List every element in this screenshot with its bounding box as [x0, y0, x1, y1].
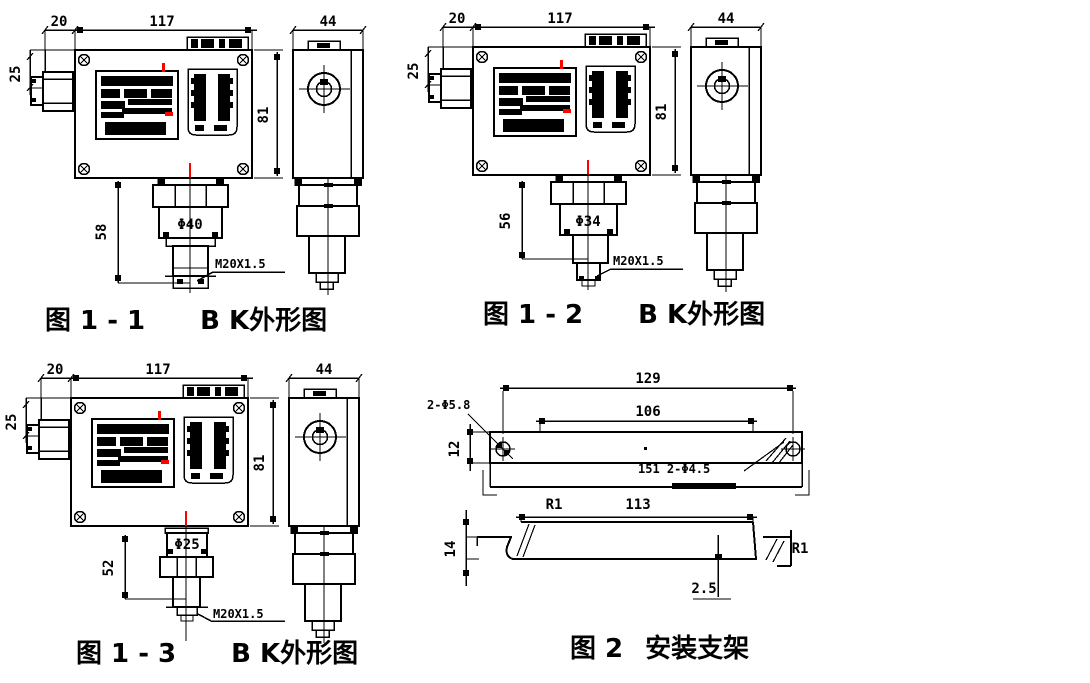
slot-note-label: 151 2-Φ4.5	[638, 462, 710, 476]
stem-phi40	[152, 177, 229, 289]
stem-phi34	[550, 174, 627, 287]
dim-lines-2-5	[693, 535, 731, 600]
thread-label: M20X1.5	[213, 607, 264, 621]
dim-label-44: 44	[316, 362, 333, 378]
caption-title: 安装支架	[645, 634, 749, 664]
dim-label-20: 20	[449, 11, 466, 27]
figure-2-caption: 图 2 安装支架	[570, 634, 749, 664]
dim-lines-stem	[115, 181, 285, 284]
mount-hole-left	[467, 413, 515, 461]
dim-label-113: 113	[625, 497, 650, 513]
bracket-top-view	[467, 385, 810, 496]
side-view	[687, 22, 765, 293]
dim-label-129: 129	[635, 371, 660, 387]
dim-label-20: 20	[47, 362, 64, 378]
figure-1-1: 20 117 44 25 81 58 Φ40 M20X1.5 图 1 - 1 B …	[8, 14, 367, 336]
front-view	[424, 22, 682, 291]
bracket-side-view	[463, 510, 792, 600]
dim-lines-113	[516, 514, 757, 522]
dim-lines-stem	[122, 535, 285, 622]
dim-label-25: 25	[8, 66, 24, 83]
dim-label-44: 44	[718, 11, 735, 27]
dim-label-58: 58	[94, 224, 110, 241]
figure-1-1-caption: 图 1 - 1 B K外形图	[45, 306, 327, 336]
caption-title: B K外形图	[638, 300, 765, 330]
dim-lines-stem	[519, 181, 683, 277]
caption-number: 图 1 - 1	[45, 306, 145, 336]
dim-label-diameter: Φ25	[174, 537, 199, 553]
radius-left-label: R1	[546, 497, 563, 513]
figure-1-2: 20 117 44 25 81 56 Φ34 M20X1.5	[406, 11, 765, 293]
dim-lines-129	[500, 385, 796, 434]
dim-label-81: 81	[256, 107, 272, 124]
dim-label-diameter: Φ34	[575, 214, 600, 230]
figure-1-3: 20 117 44 25 81 52 Φ25 M20X1.5	[4, 362, 363, 644]
side-view	[289, 25, 367, 296]
hole-note-left-label: 2-Φ5.8	[427, 398, 470, 412]
dim-lines-106	[536, 418, 757, 432]
figure-2-mounting-bracket: 129 106 2-Φ5.8 12 151 2-Φ4.5 R1 113 14 2…	[427, 371, 810, 600]
dim-label-117: 117	[149, 14, 174, 30]
caption-number: 图 1 - 2	[483, 300, 583, 330]
dim-label-20: 20	[51, 14, 68, 30]
dim-label-diameter: Φ40	[177, 217, 202, 233]
dim-label-117: 117	[547, 11, 572, 27]
dim-label-44: 44	[320, 14, 337, 30]
front-view	[26, 25, 284, 294]
caption-title: B K外形图	[200, 306, 327, 336]
dim-label-106: 106	[635, 404, 660, 420]
dim-label-81: 81	[654, 104, 670, 121]
dim-lines-12	[467, 424, 490, 471]
dim-label-12: 12	[447, 441, 463, 458]
dim-lines-14	[463, 510, 479, 586]
stem-phi25	[159, 527, 214, 622]
slot-mark	[672, 483, 736, 489]
dim-label-25: 25	[4, 414, 20, 431]
caption-number: 图 1 - 3	[76, 639, 176, 669]
figure-1-3-caption: 图 1 - 3 B K外形图	[76, 639, 358, 669]
radius-right-label: R1	[792, 541, 809, 557]
dim-label-14: 14	[443, 541, 459, 558]
caption-title: B K外形图	[231, 639, 358, 669]
right-bend-clip	[763, 530, 792, 567]
caption-number: 图 2	[570, 634, 623, 664]
dim-label-56: 56	[498, 213, 514, 230]
dim-label-25: 25	[406, 63, 422, 80]
dim-label-2-5: 2.5	[691, 581, 716, 597]
side-view	[285, 373, 363, 644]
dim-label-117: 117	[145, 362, 170, 378]
thread-label: M20X1.5	[215, 257, 266, 271]
dim-label-52: 52	[101, 560, 117, 577]
dim-label-81: 81	[252, 455, 268, 472]
figure-1-2-caption: 图 1 - 2 B K外形图	[483, 300, 765, 330]
mount-hole-right	[765, 437, 805, 465]
thread-label: M20X1.5	[613, 254, 664, 268]
front-view	[22, 373, 280, 642]
